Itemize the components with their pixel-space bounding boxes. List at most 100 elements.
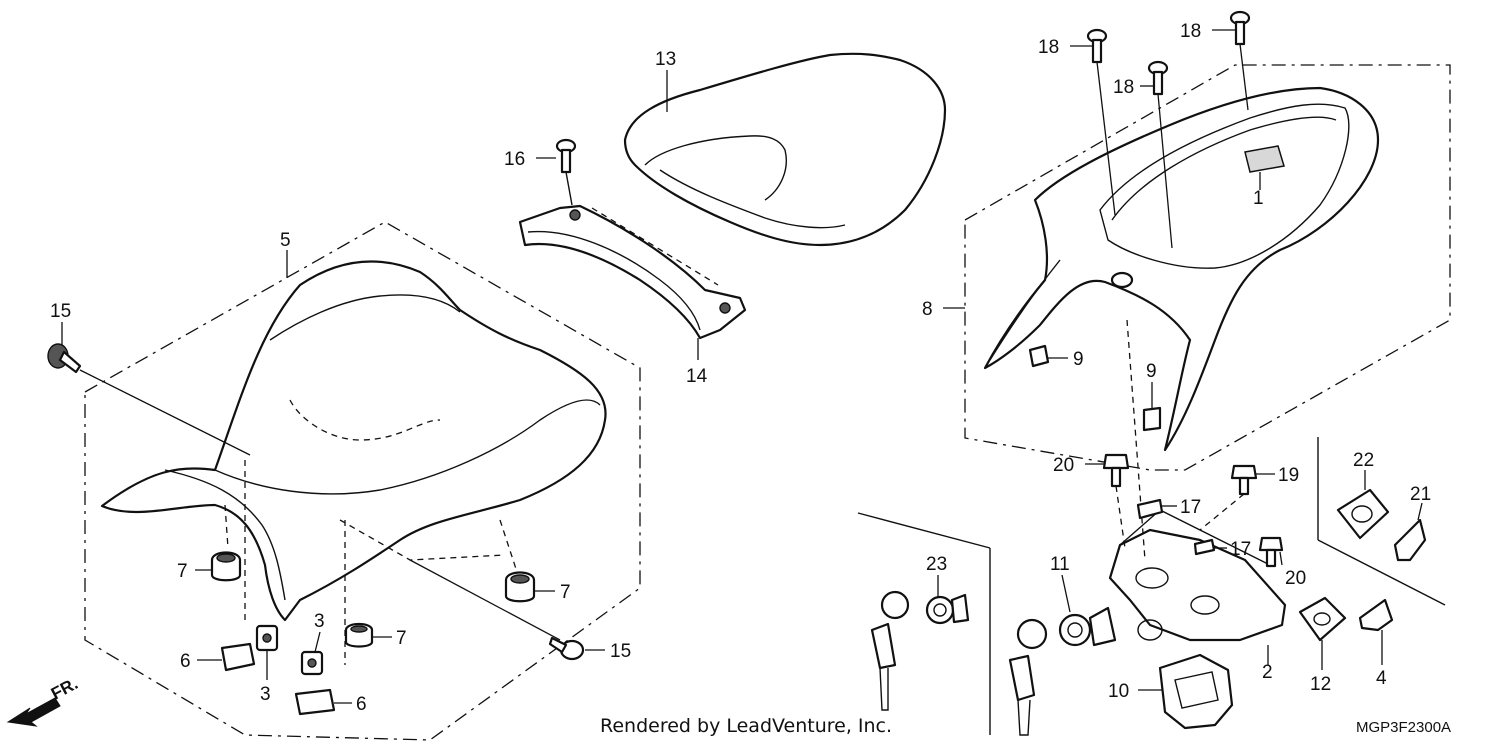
- callout-labels: 1 2 3 3 4 5 6 6 7 7 7 8 9 9 10 11 12 13 …: [50, 21, 1431, 715]
- rear-cowl-inner-rim: [1111, 116, 1337, 221]
- bolt-18-left-axis: [1096, 61, 1116, 216]
- callout-9b: 9: [1146, 361, 1157, 382]
- callout-14: 14: [686, 366, 708, 387]
- callout-19: 19: [1278, 465, 1299, 486]
- leader-lines: [61, 29, 1423, 704]
- callout-5: 5: [280, 230, 291, 251]
- leader-20b: [1279, 551, 1283, 566]
- bracket-hole-front: [569, 209, 581, 221]
- callout-3b: 3: [314, 611, 325, 632]
- bolt-18-left: [1086, 28, 1108, 64]
- clip-3a-hole: [262, 633, 272, 643]
- bolt-15-axis-b: [409, 559, 561, 641]
- front-direction-indicator: FR.: [6, 674, 81, 727]
- callout-21: 21: [1410, 484, 1431, 505]
- key-section-divider-top: [857, 512, 991, 549]
- callout-12: 12: [1310, 674, 1331, 695]
- callout-13: 13: [655, 49, 676, 70]
- bolt-16: [555, 138, 577, 206]
- plate-12-hole: [1313, 612, 1331, 626]
- callout-7c: 7: [396, 628, 407, 649]
- front-seat-hidden-edge: [289, 399, 441, 441]
- front-seat: [100, 260, 607, 622]
- rear-cowl-storage-opening: [1099, 103, 1350, 269]
- rubber-7b: [504, 571, 536, 603]
- callout-15b: 15: [610, 641, 631, 662]
- key-set-23: [870, 590, 970, 711]
- plate-12: [1298, 596, 1347, 642]
- bolt-20-left-axis: [1115, 485, 1126, 549]
- bolt-19-axis: [1199, 493, 1245, 531]
- front-seat-boundary: [84, 221, 641, 741]
- callout-17a: 17: [1180, 497, 1201, 518]
- right-section-divider-b: [1317, 539, 1446, 606]
- clip-21: [1393, 518, 1427, 562]
- pillion-seat-panel: [644, 135, 787, 201]
- callout-15a: 15: [50, 301, 71, 322]
- pillion-seat-edge: [659, 169, 846, 229]
- front-arrow-icon: [6, 697, 61, 727]
- bolt-18-right: [1229, 10, 1251, 46]
- callout-18a: 18: [1038, 37, 1059, 58]
- callout-6a: 6: [180, 651, 191, 672]
- lock-hidden-axis: [1126, 319, 1146, 561]
- bracket-hole-rear: [719, 302, 731, 314]
- bolt-19: [1230, 464, 1258, 496]
- cushion-9b: [1142, 406, 1162, 432]
- seat-bracket: [518, 204, 747, 340]
- front-seat-top-contour: [214, 399, 601, 495]
- grommet-22-hole: [1351, 505, 1373, 523]
- seat-bracket-contour: [527, 230, 701, 331]
- cushion-6a: [220, 642, 256, 672]
- leader-11: [1061, 574, 1071, 613]
- callout-20b: 20: [1285, 568, 1306, 589]
- callout-8: 8: [922, 299, 933, 320]
- callout-23: 23: [926, 554, 947, 575]
- callout-4: 4: [1376, 668, 1387, 689]
- clip-3b-hole: [307, 658, 317, 668]
- callout-1: 1: [1253, 188, 1264, 209]
- callout-11: 11: [1050, 554, 1070, 575]
- bolt-20-left: [1102, 453, 1130, 488]
- cushion-9a: [1028, 344, 1050, 368]
- hidden-line-7a: [224, 504, 229, 549]
- grommet-22: [1336, 488, 1390, 540]
- front-seat-group: [47, 221, 641, 741]
- callout-22: 22: [1353, 450, 1374, 471]
- bolt-15-top: [47, 343, 82, 374]
- hidden-line-7b: [499, 519, 519, 576]
- rear-cowl-group: [964, 10, 1451, 471]
- callout-17b: 17: [1230, 539, 1251, 560]
- label-1: [1244, 145, 1285, 173]
- bolt-15-bottom: [548, 636, 585, 661]
- leader-21: [1417, 502, 1423, 521]
- pillion-seat-group: [518, 52, 947, 340]
- rear-cowl: [983, 86, 1380, 452]
- washer-17a: [1136, 498, 1164, 520]
- front-seat-ridge: [269, 294, 461, 341]
- rubber-7c: [344, 622, 374, 648]
- lock-bracket-2: [1108, 509, 1287, 642]
- bolt-20-right: [1258, 536, 1284, 568]
- key-set-11: [1008, 606, 1117, 736]
- callout-3a: 3: [260, 684, 271, 705]
- leader-3b: [314, 631, 321, 653]
- bolt-18-mid: [1147, 60, 1169, 96]
- callout-20a: 20: [1053, 455, 1074, 476]
- callout-6b: 6: [356, 694, 367, 715]
- callout-7a: 7: [177, 561, 188, 582]
- callout-9a: 9: [1073, 349, 1084, 370]
- clip-4: [1358, 598, 1394, 632]
- washer-17b: [1193, 538, 1216, 556]
- rear-cowl-lock-hole: [1110, 271, 1134, 289]
- callout-2: 2: [1262, 662, 1273, 683]
- callout-18b: 18: [1113, 77, 1134, 98]
- bolt-15-axis-a: [79, 369, 251, 456]
- diagram-code: MGP3F2300A: [1356, 719, 1451, 736]
- lock-key-group: [857, 319, 1446, 736]
- rear-cowl-boundary: [964, 64, 1451, 471]
- seat-lock-10: [1158, 653, 1234, 730]
- front-seat-side-contour: [164, 469, 286, 601]
